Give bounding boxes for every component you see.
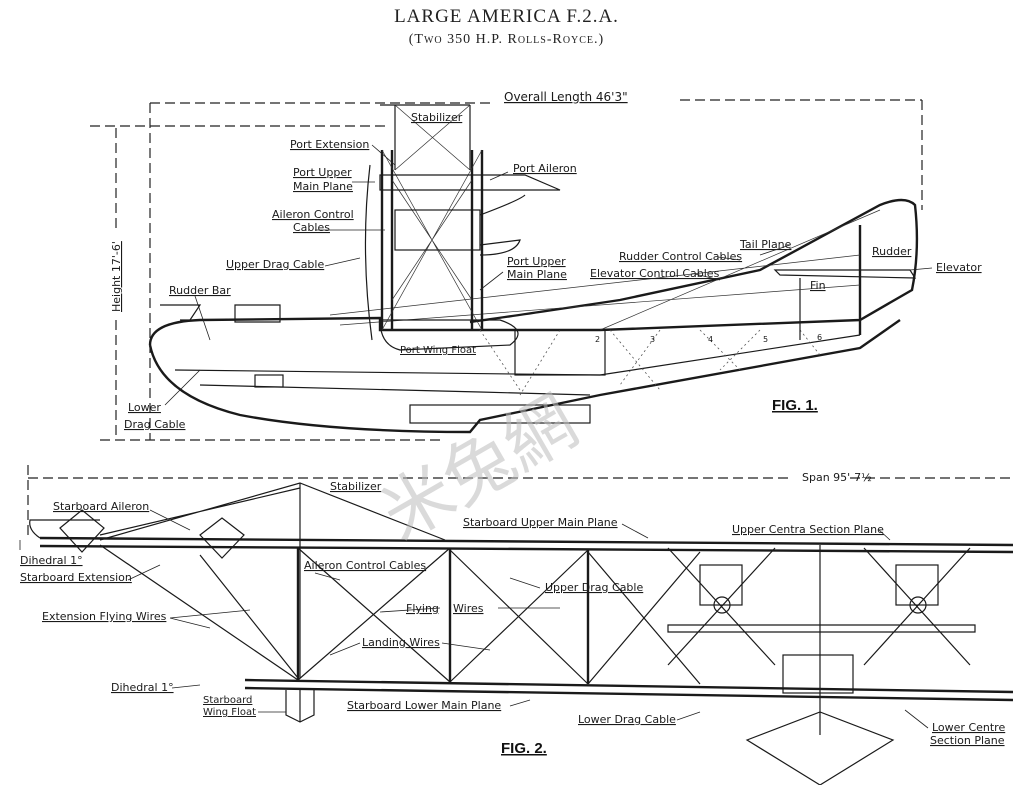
label-flying: Flying [406,602,439,615]
engine [394,209,481,251]
label-lower-drag-cable: Drag Cable [124,418,186,431]
height-label: Height 17'-6' [110,241,123,312]
stabilizer-bracing [394,104,471,171]
engine-nacelle [479,194,526,256]
interplane-struts [296,548,590,684]
figure2-caption: FIG. 2. [501,740,547,757]
extension-flying-wires [99,544,299,681]
engine-bearers [667,624,976,633]
strut-bracing [381,149,483,331]
label-landing-wires: Landing Wires [362,636,440,649]
lower-wing-trailing [244,686,1013,702]
control-cables [329,209,881,331]
hull-lower-outline [148,319,901,434]
label-lower-drag-cable: Lower Drag Cable [578,713,676,726]
label-port-upper-main-plane: Port Upper [293,166,352,179]
label-elevator: Elevator [936,261,982,274]
label-rudder-control-cables: Rudder Control Cables [619,250,742,263]
upper-wing-leading [39,536,1013,547]
label-stabilizer: Stabilizer [330,480,382,493]
label-rudder: Rudder [872,245,912,258]
bay-number: 3 [650,335,655,344]
bay-number: 6 [817,333,822,342]
cabin-frame [514,329,606,376]
label-elevator-control-cables: Elevator Control Cables [590,267,720,280]
lower-wing-leading [244,678,1013,694]
label-port-extension: Port Extension [290,138,369,151]
cockpit-fittings [160,304,281,323]
tail-plane [773,269,917,279]
label-port-upper-main-plane-2: Port Upper [507,255,566,268]
starboard-engine [699,564,743,606]
overall-length-label: Overall Length 46'3" [504,90,628,104]
hull-upper-outline [148,198,919,346]
label-dihedral-lower: Dihedral 1° [111,681,174,694]
label-aileron-control-cables: Cables [293,221,330,234]
label-upper-drag-cable: Upper Drag Cable [226,258,324,271]
port-propeller-hub [909,596,927,614]
label-aileron-control-cables: Aileron Control [272,208,354,221]
hull-chine [174,334,861,376]
hull-front [745,711,895,785]
propeller-blades [667,547,971,666]
hull-keel [199,384,591,396]
bay-number: 2 [595,335,600,344]
hull-bracing [479,329,821,396]
label-port-upper-main-plane-2: Main Plane [507,268,567,281]
label-lower-drag-cable: Lower [128,401,161,414]
bay-number: 4 [708,335,713,344]
cockpit-front [782,654,854,694]
starboard-propeller-hub [713,596,731,614]
interplane-struts [380,150,484,330]
stabilizer-wires [99,482,446,541]
leader-lines [164,144,933,406]
drawing-subtitle: (Two 350 H.P. Rolls-Royce.) [408,32,605,47]
fig1-side-view: Height 17'-6' Overall Length 46'3" 2 3 4… [90,90,982,441]
label-starboard-wing-float: Starboard [203,695,252,706]
leader-lines [19,509,929,729]
label-starboard-extension: Starboard Extension [20,571,132,584]
label-lower-centre-section-plane: Section Plane [930,734,1005,747]
port-engine [895,564,939,606]
bay-number: 5 [763,335,768,344]
label-dihedral-upper: Dihedral 1° [20,554,83,567]
label-port-upper-main-plane: Main Plane [293,180,353,193]
starboard-wing-float [285,690,315,723]
upper-plane-section [379,174,561,191]
upper-wing-trailing [39,544,1013,554]
label-wires: Wires [453,602,484,615]
label-tail-plane: Tail Plane [739,238,792,251]
propeller [364,164,373,341]
label-fin: Fin [810,279,826,292]
span-label: Span 95'-7½ [802,471,872,484]
drawing-title: LARGE AMERICA F.2.A. [394,6,619,27]
label-extension-flying-wires: Extension Flying Wires [42,610,167,623]
port-wing-float-shape [379,319,519,351]
upper-wingtip [29,519,100,539]
flying-landing-wires [297,547,701,685]
figure1-caption: FIG. 1. [772,397,818,414]
label-port-wing-float: Port Wing Float [400,345,476,356]
label-lower-centre-section-plane: Lower Centre [932,721,1005,734]
label-upper-centre-section-plane: Upper Centra Section Plane [732,523,884,536]
label-upper-drag-cable: Upper Drag Cable [545,581,643,594]
label-starboard-wing-float: Wing Float [203,707,256,718]
label-port-aileron: Port Aileron [513,162,577,175]
label-rudder-bar: Rudder Bar [169,284,231,297]
label-starboard-lower-main-plane: Starboard Lower Main Plane [347,699,501,712]
label-starboard-aileron: Starboard Aileron [53,500,149,513]
fig2-front-view: Span 95'-7½ Stabilizer Starboard Aileron… [19,465,1013,785]
label-stabilizer: Stabilizer [411,111,463,124]
aileron-posts [59,509,245,559]
label-starboard-upper-main-plane: Starboard Upper Main Plane [463,516,618,529]
lower-hull-fin [409,404,591,424]
hull-step [254,374,284,388]
label-aileron-control-cables: Aileron Control Cables [304,559,426,572]
watermark: 米兔網 [368,380,591,556]
